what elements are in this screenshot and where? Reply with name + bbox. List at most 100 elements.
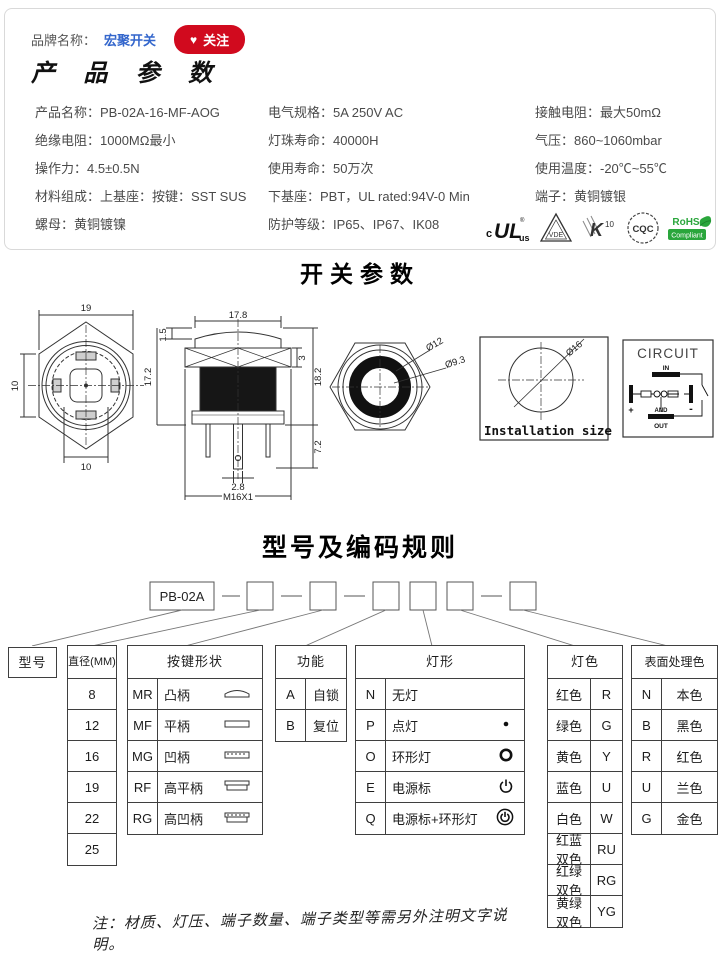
spec-item: 接触电阻：最大50mΩ	[535, 105, 662, 120]
shape-table-header: 按键形状	[128, 646, 262, 679]
option-code: P	[356, 710, 386, 740]
option-label: 8	[88, 686, 96, 702]
dimension-label: Ø12	[424, 336, 445, 355]
front-view-drawing: 19 10 10	[10, 303, 144, 473]
option-code: RU	[590, 834, 622, 864]
option-label: 电源标+环形灯	[392, 812, 478, 827]
dimension-label: Ø9.3	[444, 354, 467, 371]
spec-item: 使用寿命：50万次	[268, 161, 374, 176]
option-code: YG	[590, 896, 622, 927]
circuit-title: CIRCUIT	[637, 346, 699, 361]
option-label: 白色	[556, 811, 583, 827]
spec-item: 气压：860~1060mbar	[535, 133, 662, 148]
dimension-label: 1.5	[158, 328, 169, 341]
svg-text:VDE: VDE	[548, 232, 563, 239]
spec-item: 灯珠寿命：40000H	[268, 133, 379, 148]
table-row: 黄色 Y	[548, 741, 622, 772]
option-label: 12	[84, 717, 100, 733]
dot-lamp-icon	[498, 716, 514, 735]
svg-text:CQC: CQC	[632, 224, 653, 235]
option-code: W	[590, 803, 622, 833]
table-row: MG 凹柄	[128, 741, 262, 772]
option-code: A	[276, 679, 306, 709]
table-row: 12	[68, 710, 116, 741]
option-label: 凹柄	[164, 749, 191, 765]
power-ring-lamp-icon	[496, 808, 514, 829]
model-table-header: 型号	[18, 655, 47, 670]
table-row: E 电源标	[356, 772, 524, 803]
high-concave-button-icon	[222, 811, 252, 827]
svg-text:us: us	[519, 233, 530, 243]
option-label: 兰色	[676, 780, 703, 796]
model-table: 型号	[8, 647, 57, 678]
option-code: Y	[590, 741, 622, 771]
follow-button[interactable]: ♥ 关注	[174, 25, 246, 54]
option-code: R	[632, 741, 662, 771]
option-code: B	[276, 710, 306, 741]
concave-button-icon	[222, 748, 252, 764]
circuit-minus-label: -	[689, 403, 693, 415]
high-flat-button-icon	[222, 779, 252, 795]
option-label: 19	[84, 779, 100, 795]
option-label: 黑色	[676, 718, 703, 734]
option-label: 高平柄	[164, 780, 204, 796]
option-code: MR	[128, 679, 158, 709]
option-code: N	[632, 679, 662, 709]
circuit-out-label: OUT	[654, 423, 668, 430]
option-label: 红色	[556, 687, 583, 703]
ring-view-drawing: Ø12 Ø9.3	[329, 336, 467, 431]
option-code: O	[356, 741, 386, 771]
dimension-label: 7.2	[313, 440, 324, 453]
table-row: U 兰色	[632, 772, 717, 803]
option-label: 电源标	[392, 780, 432, 796]
spec-item: 绝缘电阻：1000MΩ最小	[35, 133, 176, 148]
svg-text:RoHS: RoHS	[672, 217, 700, 228]
option-label: 16	[84, 748, 100, 764]
spec-item: 端子：黄铜镀银	[535, 189, 627, 204]
option-label: 黄色	[556, 749, 583, 765]
option-code: N	[356, 679, 386, 709]
brand-link[interactable]: 宏聚开关	[104, 33, 157, 48]
dimension-label: 10	[10, 381, 21, 392]
option-label: 25	[84, 842, 100, 857]
dimension-label: 17.8	[229, 310, 248, 321]
option-code: U	[632, 772, 662, 802]
diameter-table-header: 直径(MM)	[68, 646, 116, 679]
model-prefix: PB-02A	[160, 589, 205, 604]
handwritten-note: 注：材质、灯压、端子数量、端子类型等需另外注明文字说明。	[91, 905, 508, 954]
svg-text:K: K	[590, 220, 605, 240]
cqc-certification-icon: CQC	[626, 211, 660, 245]
option-code: RF	[128, 772, 158, 802]
option-code: MG	[128, 741, 158, 771]
technical-drawings: 19 10 10 1.5	[10, 303, 714, 503]
brand-label: 品牌名称：	[31, 33, 97, 48]
installation-size-drawing: Ø16 Installation size	[479, 336, 612, 441]
option-label: 金色	[676, 812, 703, 827]
spec-item: 使用温度：-20℃~55℃	[535, 161, 667, 176]
spec-item: 螺母：黄铜镀镍	[35, 217, 127, 232]
circuit-diagram: CIRCUIT IN + - AND OUT	[622, 339, 714, 438]
option-label: 本色	[676, 687, 703, 703]
table-row: 22	[68, 803, 116, 834]
option-label: 绿色	[556, 718, 583, 734]
option-code: E	[356, 772, 386, 802]
vde-certification-icon: VDE	[539, 212, 573, 244]
